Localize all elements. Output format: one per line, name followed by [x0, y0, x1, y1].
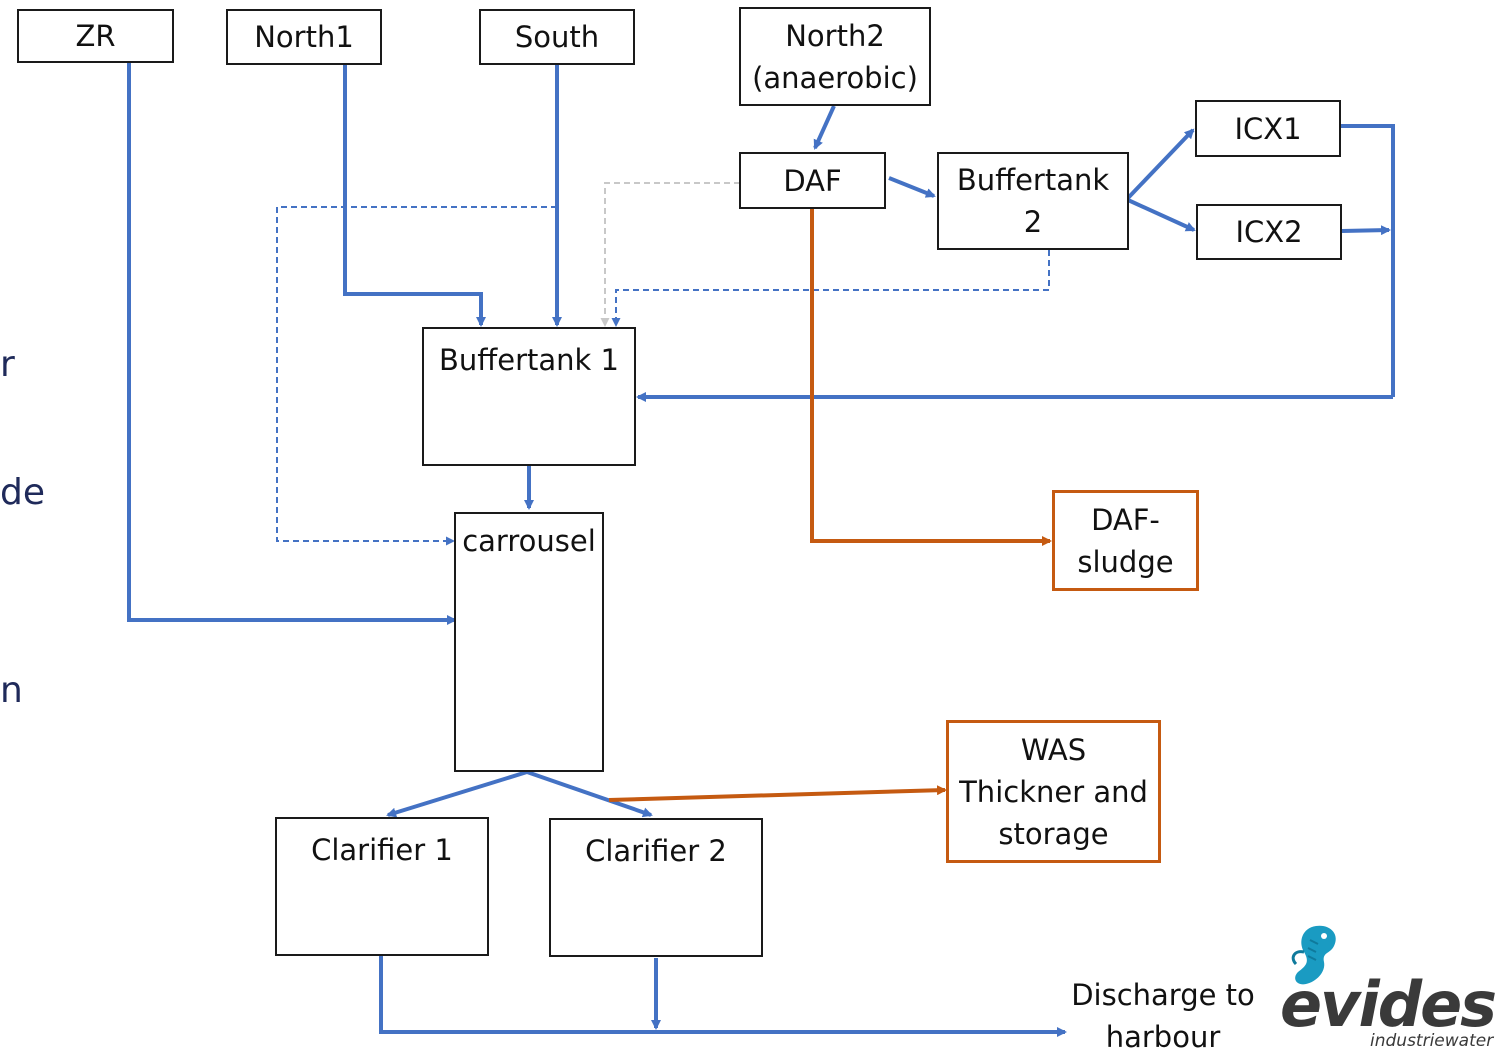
clipped-text-3: n: [0, 670, 23, 711]
node-north1: North1: [226, 9, 382, 65]
node-daf: DAF: [739, 152, 886, 209]
flow-carrousel-to-clarifier1: [386, 770, 528, 818]
flow-clarifier1-discharge: [379, 956, 1067, 1037]
flow-icx2-return: [1341, 225, 1391, 236]
node-carrousel: carrousel: [454, 512, 604, 772]
flow-daf-to-daf-sludge: [810, 208, 1052, 546]
node-zr: ZR: [17, 9, 174, 63]
clipped-text-1: r: [0, 344, 15, 385]
node-buffertank2: Buffertank 2: [937, 152, 1129, 250]
flow-daf-to-buffertank2: [888, 176, 936, 198]
flow-buffertank2-to-icx2: [1127, 198, 1196, 232]
node-icx1: ICX1: [1195, 100, 1341, 157]
flow-dashed-daf-to-buffertank1: [600, 182, 740, 327]
node-was: WAS Thickner and storage: [946, 720, 1161, 863]
flow-icx1-return: [1340, 124, 1395, 397]
flow-zr-to-carrousel: [127, 62, 457, 625]
node-buffertank1: Buffertank 1: [422, 327, 636, 466]
flow-buffertank2-to-icx1: [1126, 128, 1195, 200]
flow-north1-to-buffertank1: [343, 62, 486, 327]
flow-to-was: [608, 785, 947, 802]
node-daf-sludge: DAF- sludge: [1052, 490, 1199, 591]
logo-subtitle: industriewater: [1370, 1031, 1494, 1051]
flow-dashed-buffertank2-to-buffertank1: [611, 250, 1050, 327]
node-clarifier2: Clarifier 2: [549, 818, 763, 957]
node-icx2: ICX2: [1196, 204, 1342, 260]
flow-north2-to-daf: [813, 105, 836, 150]
seahorse-logo-icon: [1291, 925, 1336, 985]
flow-dashed-to-carrousel: [276, 206, 557, 546]
node-clarifier1: Clarifier 1: [275, 817, 489, 956]
discharge-label: Discharge to harbour: [1071, 978, 1255, 1054]
clipped-text-2: de: [0, 472, 45, 513]
node-north2: North2 (anaerobic): [739, 7, 931, 106]
flow-carrousel-to-clarifier2: [526, 770, 653, 818]
logo-wordmark: evides: [1280, 968, 1497, 1041]
node-south: South: [479, 9, 635, 65]
